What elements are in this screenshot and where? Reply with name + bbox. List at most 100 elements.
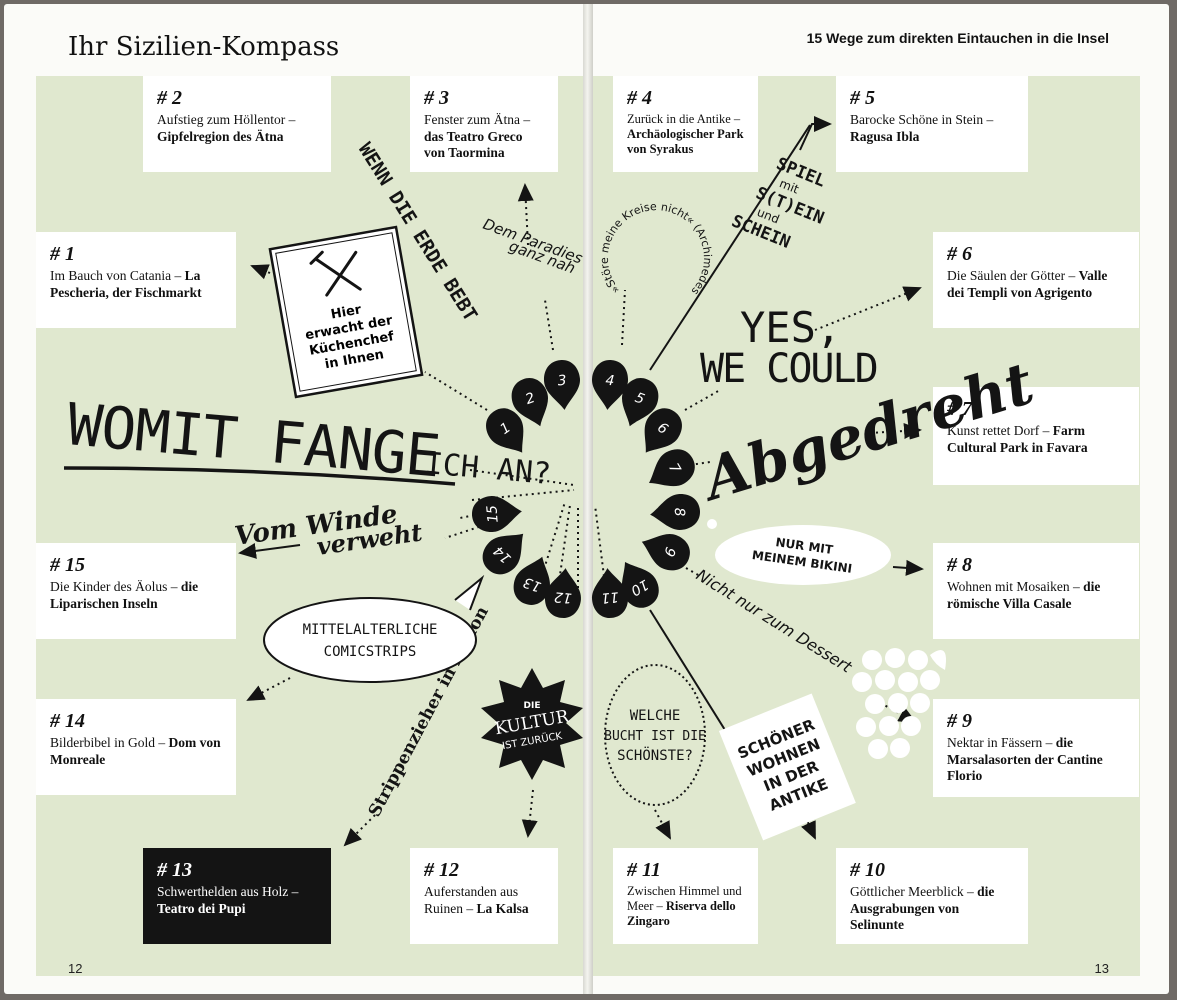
drop-number: 12 bbox=[553, 588, 572, 605]
main-slogan-line2: ICH AN? bbox=[423, 446, 552, 492]
drop-shape bbox=[472, 496, 522, 532]
entry-text: Die Kinder des Äolus – bbox=[50, 579, 178, 594]
compass-drop-13: 13 bbox=[513, 556, 550, 605]
connector bbox=[343, 814, 376, 847]
drop-number: 8 bbox=[671, 507, 688, 517]
entry-number: # 7 bbox=[947, 398, 972, 420]
connector bbox=[250, 264, 271, 280]
grapes-icon bbox=[852, 648, 946, 759]
entry-box-7: # 7 Kunst rettet Dorf – Farm Cultural Par… bbox=[933, 387, 1139, 485]
fork-knife-icon bbox=[309, 250, 362, 297]
kultur-starburst bbox=[481, 668, 583, 780]
entry-text: Barocke Schöne in Stein – bbox=[850, 112, 994, 127]
entry-bold: Gipfelregion des Ätna bbox=[157, 128, 284, 144]
compass-drop-2: 2 bbox=[511, 378, 548, 427]
entry-text: Aufstieg zum Höllentor – bbox=[157, 112, 296, 127]
page-subtitle: 15 Wege zum direkten Eintauchen in die I… bbox=[806, 30, 1109, 46]
schoener-wohnen-card: SCHÖNER WOHNEN IN DER ANTIKE bbox=[718, 693, 856, 841]
drop-number: 10 bbox=[628, 576, 652, 599]
entry-number: # 12 bbox=[424, 859, 459, 881]
badge-frame bbox=[268, 225, 424, 399]
bubble-dot bbox=[707, 519, 717, 529]
connector bbox=[238, 542, 301, 559]
connector bbox=[424, 371, 488, 411]
entry-bold: das Teatro Greco von Taormina bbox=[424, 128, 523, 161]
drop-shape bbox=[486, 408, 524, 453]
drop-number: 13 bbox=[521, 573, 543, 594]
entry-bold: die römische Villa Casale bbox=[947, 579, 1101, 611]
compass-drop-8: 8 bbox=[650, 494, 700, 530]
drop-shape bbox=[641, 534, 690, 571]
connector bbox=[869, 422, 922, 439]
drop-shape bbox=[511, 378, 548, 427]
entry-number: # 6 bbox=[947, 243, 972, 265]
entry-bold: Dom von Monreale bbox=[50, 735, 221, 767]
compass-drop-6: 6 bbox=[644, 408, 682, 453]
connector bbox=[469, 469, 608, 604]
drop-shape bbox=[592, 568, 628, 618]
entry-number: # 3 bbox=[424, 87, 449, 109]
connector bbox=[892, 559, 924, 576]
connector bbox=[517, 183, 534, 246]
entry-text: Auferstanden aus Ruinen – bbox=[424, 884, 519, 916]
entry-text: Zwischen Himmel und Meer – bbox=[627, 884, 742, 913]
entry-text: Schwerthelden aus Holz – bbox=[157, 884, 299, 899]
entry-bold: die Liparischen Inseln bbox=[50, 579, 199, 611]
entry-number: # 13 bbox=[157, 859, 192, 881]
entry-number: # 14 bbox=[50, 710, 85, 732]
entry-bold: Valle dei Templi von Agrigento bbox=[947, 268, 1108, 300]
entry-text: Wohnen mit Mosaiken – bbox=[947, 579, 1080, 594]
bucht-bubble bbox=[604, 664, 706, 806]
drop-shape bbox=[545, 568, 581, 618]
compass-drop-15: 15 bbox=[472, 496, 522, 532]
entry-number: # 10 bbox=[850, 859, 885, 881]
connector bbox=[521, 789, 538, 838]
entry-text: Zurück in die Antike – bbox=[627, 112, 741, 126]
bucht-3: SCHÖNSTE? bbox=[617, 746, 693, 764]
connector bbox=[246, 677, 291, 701]
entry-bold: Riserva dello Zingaro bbox=[627, 899, 736, 928]
comic-bubble-tail bbox=[454, 574, 485, 611]
compass-drop-3: 3 bbox=[544, 360, 580, 410]
connector bbox=[685, 567, 701, 577]
page-title: Ihr Sizilien-Kompass bbox=[68, 32, 340, 62]
kultur-1: DIE bbox=[524, 701, 541, 711]
entry-text: Kunst rettet Dorf – bbox=[947, 423, 1050, 438]
drop-shape bbox=[622, 378, 659, 427]
drop-shape bbox=[650, 494, 700, 530]
drop-shape bbox=[482, 533, 524, 575]
drop-number: 4 bbox=[605, 373, 615, 390]
entry-bold: die Ausgrabungen von Selinunte bbox=[850, 884, 995, 932]
slogan-spiel: SPIEL mit S(T)EIN und SCHEIN bbox=[729, 154, 829, 253]
entry-bold: die Marsalasorten der Cantine Florio bbox=[947, 735, 1103, 783]
entry-bold: Archäologischer Park von Syrakus bbox=[627, 127, 744, 156]
connector bbox=[684, 389, 721, 411]
entry-text: Im Bauch von Catania – bbox=[50, 268, 182, 283]
badge-inner-frame bbox=[275, 232, 417, 392]
drop-shape bbox=[592, 360, 628, 410]
connector bbox=[654, 809, 671, 840]
drop-shape bbox=[513, 556, 550, 605]
drop-shape bbox=[644, 408, 682, 453]
entry-bold: Farm Cultural Park in Favara bbox=[947, 423, 1088, 455]
compass-drop-1: 1 bbox=[486, 408, 524, 453]
slogan-underline bbox=[63, 466, 456, 486]
main-slogan-line1: WOMIT FANGE bbox=[65, 390, 443, 490]
compass-drop-12: 12 bbox=[545, 568, 581, 618]
compass-drop-4: 4 bbox=[592, 360, 628, 410]
compass-drop-9: 9 bbox=[641, 534, 690, 571]
badge-text-1: Hier bbox=[330, 302, 363, 322]
